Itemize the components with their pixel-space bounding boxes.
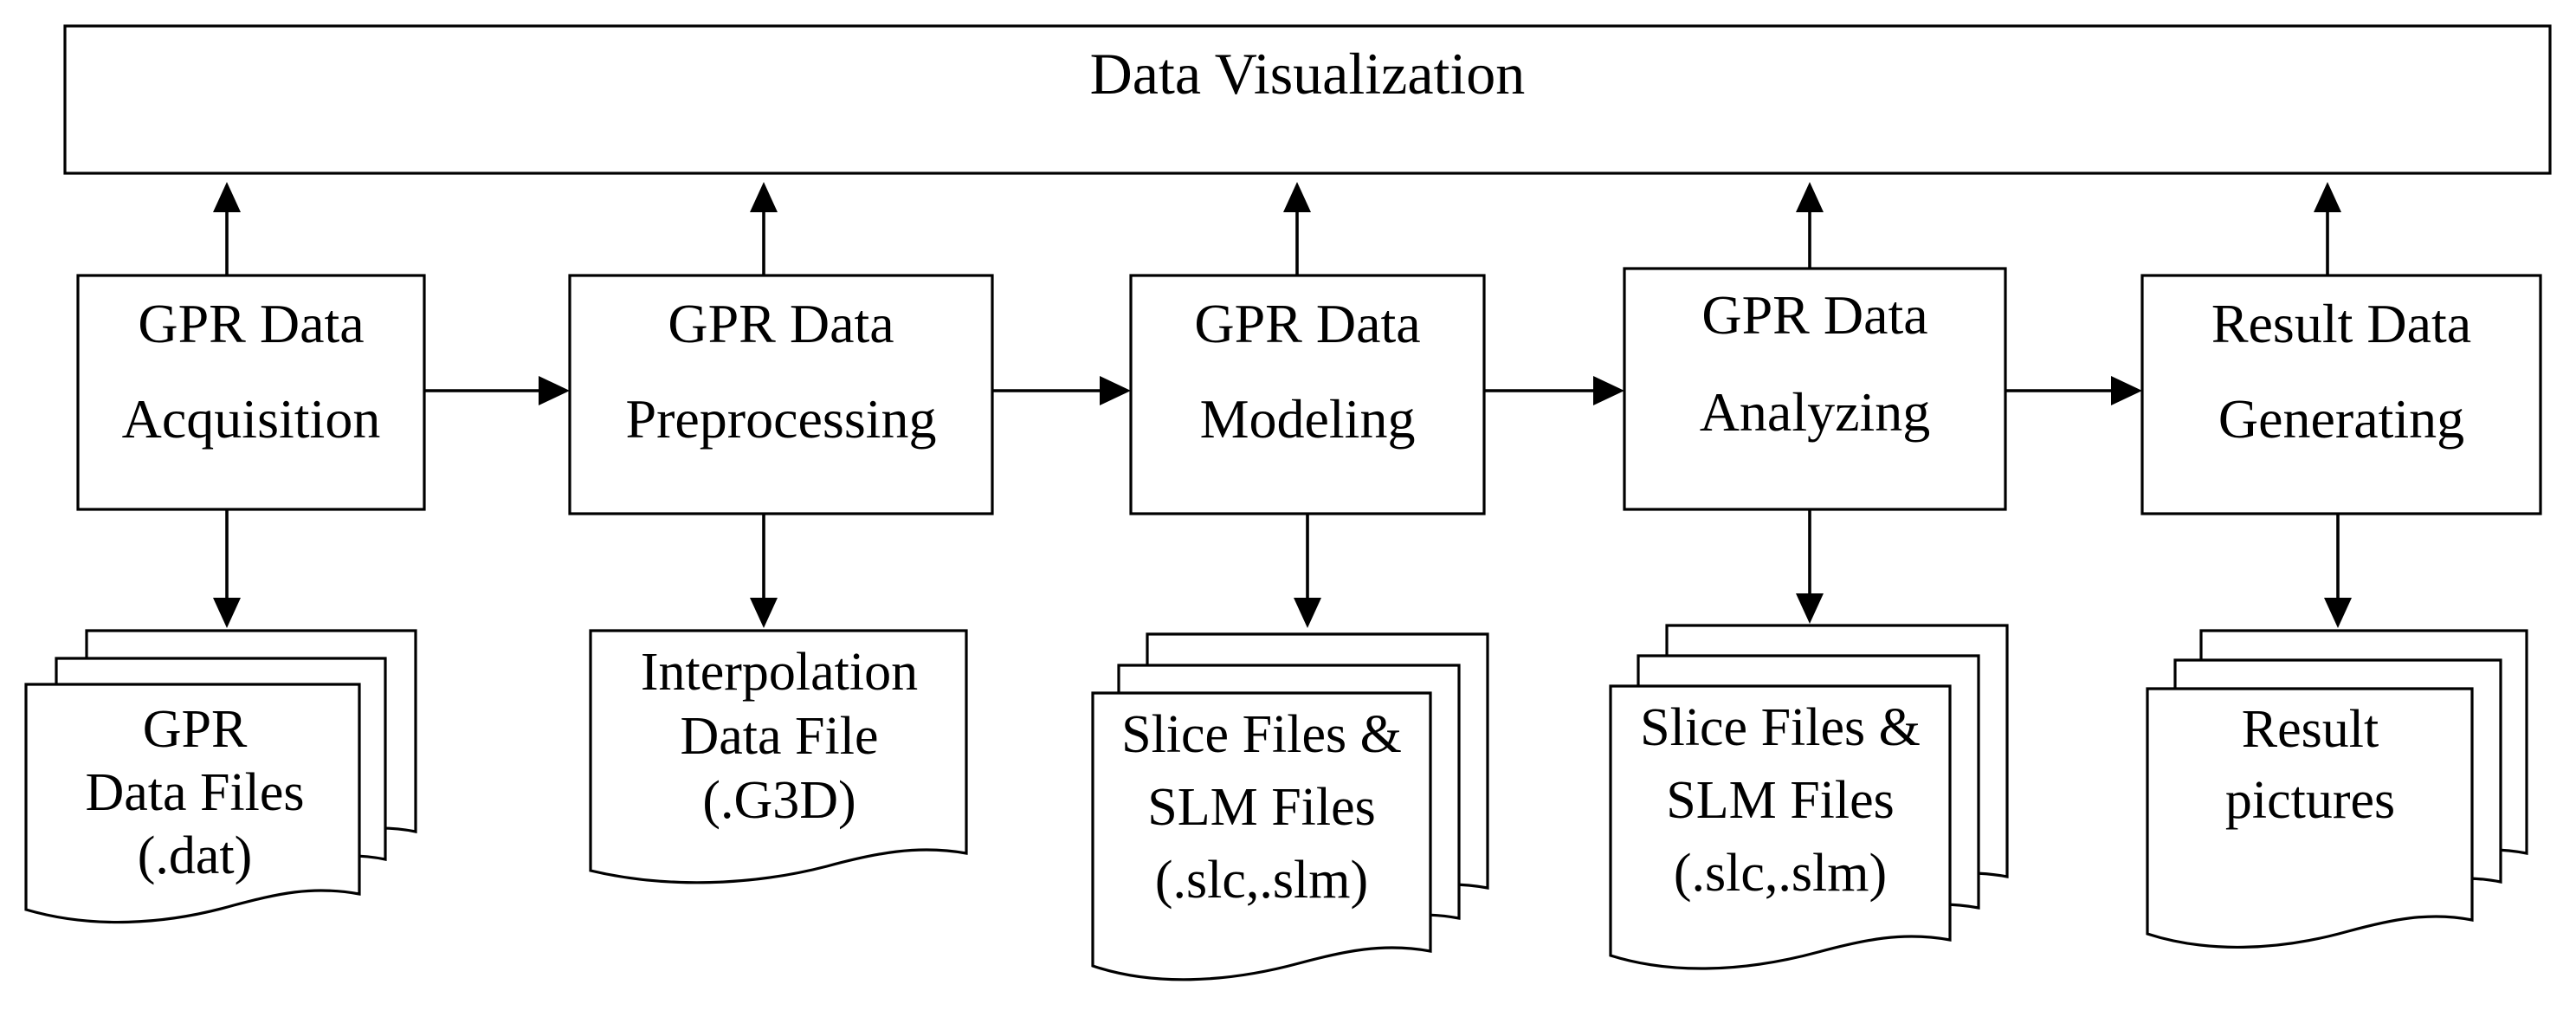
stage-label-acquisition-line-1: GPR Data — [138, 293, 364, 354]
arrow-analyzing-to-files — [1796, 509, 1824, 624]
arrow-result-to-visualization — [2314, 182, 2341, 275]
output-analyzing-line-3: (.slc,.slm) — [1674, 844, 1887, 903]
output-modeling-line-3: (.slc,.slm) — [1155, 851, 1368, 910]
stage-label-modeling-line-1: GPR Data — [1194, 293, 1420, 354]
output-gpr-data-files-line-1: GPR — [143, 700, 248, 759]
output-doc-slice-slm-files-modeling: Slice Files & SLM Files (.slc,.slm) — [1091, 632, 1489, 981]
output-modeling-line-1: Slice Files & — [1121, 705, 1402, 764]
arrow-modeling-to-visualization — [1283, 182, 1311, 275]
arrow-acquisition-to-preprocessing — [424, 376, 570, 405]
output-doc-result-pictures: Result pictures — [2146, 629, 2528, 949]
output-doc-interpolation-data-file: Interpolation Data File (.G3D) — [589, 629, 968, 884]
data-visualization-box: Data Visualization — [63, 24, 2552, 175]
arrow-acquisition-to-files — [213, 509, 241, 628]
output-analyzing-line-1: Slice Files & — [1640, 698, 1921, 757]
stage-box-acquisition: GPR Data Acquisition — [76, 274, 426, 511]
stage-box-modeling: GPR Data Modeling — [1129, 274, 1486, 515]
output-modeling-line-2: SLM Files — [1147, 778, 1376, 837]
stage-label-result-line-1: Result Data — [2211, 293, 2471, 354]
arrow-analyzing-to-result — [2005, 376, 2142, 405]
stage-label-acquisition-line-2: Acquisition — [122, 388, 381, 450]
arrow-acquisition-to-visualization — [213, 182, 241, 275]
output-interpolation-line-2: Data File — [681, 707, 879, 766]
arrow-preprocessing-to-modeling — [992, 376, 1131, 405]
output-gpr-data-files-line-3: (.dat) — [138, 826, 253, 885]
arrow-modeling-to-files — [1294, 514, 1321, 628]
stage-label-analyzing-line-2: Analyzing — [1700, 381, 1931, 443]
arrow-preprocessing-to-file — [750, 514, 778, 628]
output-result-line-2: pictures — [2225, 771, 2395, 830]
output-analyzing-line-2: SLM Files — [1666, 771, 1895, 830]
arrow-modeling-to-analyzing — [1484, 376, 1624, 405]
stage-label-modeling-line-2: Modeling — [1200, 388, 1416, 450]
arrow-result-to-pictures — [2324, 514, 2352, 628]
output-result-line-1: Result — [2242, 700, 2379, 759]
output-doc-gpr-data-files: GPR Data Files (.dat) — [24, 629, 417, 924]
stage-box-analyzing: GPR Data Analyzing — [1623, 267, 2007, 511]
stage-label-result-line-2: Generating — [2218, 388, 2464, 450]
stage-label-preprocessing-line-2: Preprocessing — [625, 388, 936, 450]
output-interpolation-line-1: Interpolation — [641, 643, 918, 702]
output-doc-slice-slm-files-analyzing: Slice Files & SLM Files (.slc,.slm) — [1609, 624, 2009, 970]
output-gpr-data-files-line-2: Data Files — [85, 763, 304, 822]
data-visualization-label: Data Visualization — [1090, 41, 1526, 107]
stage-box-preprocessing: GPR Data Preprocessing — [568, 274, 994, 515]
stage-label-preprocessing-line-1: GPR Data — [668, 293, 894, 354]
arrow-preprocessing-to-visualization — [750, 182, 778, 275]
stage-label-analyzing-line-1: GPR Data — [1701, 284, 1927, 346]
arrow-analyzing-to-visualization — [1796, 182, 1824, 269]
output-interpolation-line-3: (.G3D) — [702, 771, 855, 830]
stage-box-result: Result Data Generating — [2140, 274, 2542, 515]
